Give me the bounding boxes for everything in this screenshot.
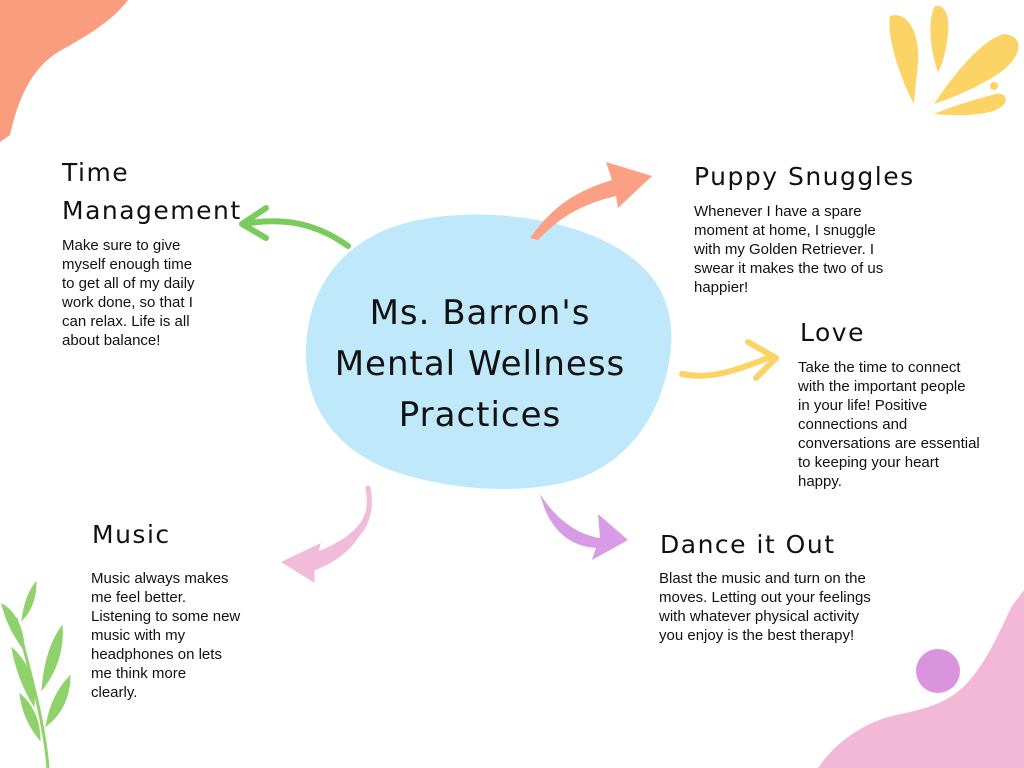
body-line: Whenever I have a spare	[694, 203, 862, 220]
corner-blob-top-left	[0, 0, 128, 142]
body-line: me feel better.	[91, 589, 187, 606]
arrow-to-puppy-snuggles	[530, 162, 652, 240]
puppy-snuggles-body: Whenever I have a spare moment at home, …	[694, 202, 924, 297]
leaf-icon	[1, 580, 71, 768]
central-blob	[306, 214, 672, 490]
corner-blob-bottom-right	[818, 590, 1024, 768]
body-line: conversations are essential	[798, 435, 980, 452]
body-line: clearly.	[91, 684, 138, 701]
body-line: Make sure to give	[62, 237, 181, 254]
heading-line: Time	[62, 158, 130, 187]
title-line: Practices	[398, 395, 562, 435]
body-line: you enjoy is the best therapy!	[659, 627, 855, 644]
body-line: moment at home, I snuggle	[694, 222, 876, 239]
heading-line: Love	[800, 318, 865, 347]
body-line: connections and	[798, 416, 908, 433]
time-management-body: Make sure to give myself enough time to …	[62, 236, 232, 350]
body-line: to get all of my daily	[62, 275, 195, 292]
love-body: Take the time to connect with the import…	[798, 358, 1018, 491]
dance-it-out-body: Blast the music and turn on the moves. L…	[659, 569, 919, 645]
decor-dot	[916, 649, 960, 693]
heading-line: Dance it Out	[660, 530, 836, 559]
body-line: me think more	[91, 665, 187, 682]
body-line: with the important people	[798, 378, 966, 395]
heading-line: Management	[62, 196, 242, 225]
body-line: music with my	[91, 627, 186, 644]
time-management-heading: Time Management	[62, 154, 242, 230]
arrow-to-time-management	[239, 205, 351, 249]
title-line: Mental Wellness	[334, 344, 626, 384]
music-body: Music always makes me feel better. Liste…	[91, 569, 261, 702]
body-line: in your life! Positive	[798, 397, 928, 414]
body-line: headphones on lets	[91, 646, 222, 663]
body-line: about balance!	[62, 332, 161, 349]
body-line: Take the time to connect	[798, 359, 961, 376]
body-line: Music always makes	[91, 570, 229, 587]
music-heading: Music	[92, 516, 171, 554]
body-line: can relax. Life is all	[62, 313, 190, 330]
body-line: happy.	[798, 473, 842, 490]
body-line: happier!	[694, 279, 749, 296]
diagram-title: Ms. Barron's Mental Wellness Practices	[320, 288, 640, 441]
body-line: with whatever physical activity	[659, 608, 860, 625]
love-heading: Love	[800, 314, 865, 352]
body-line: moves. Letting out your feelings	[659, 589, 871, 606]
body-line: with my Golden Retriever. I	[694, 241, 875, 258]
splash-icon	[889, 5, 1019, 116]
body-line: myself enough time	[62, 256, 193, 273]
heading-line: Puppy Snuggles	[694, 162, 915, 191]
arrow-to-music	[280, 485, 372, 583]
arrow-to-love	[679, 339, 779, 381]
dance-it-out-heading: Dance it Out	[660, 526, 836, 564]
heading-line: Music	[92, 520, 171, 549]
body-line: Listening to some new	[91, 608, 241, 625]
body-line: swear it makes the two of us	[694, 260, 884, 277]
body-line: to keeping your heart	[798, 454, 939, 471]
puppy-snuggles-heading: Puppy Snuggles	[694, 158, 915, 196]
body-line: work done, so that I	[62, 294, 193, 311]
body-line: Blast the music and turn on the	[659, 570, 866, 587]
arrow-to-dance-it-out	[540, 494, 628, 560]
title-line: Ms. Barron's	[369, 293, 591, 333]
